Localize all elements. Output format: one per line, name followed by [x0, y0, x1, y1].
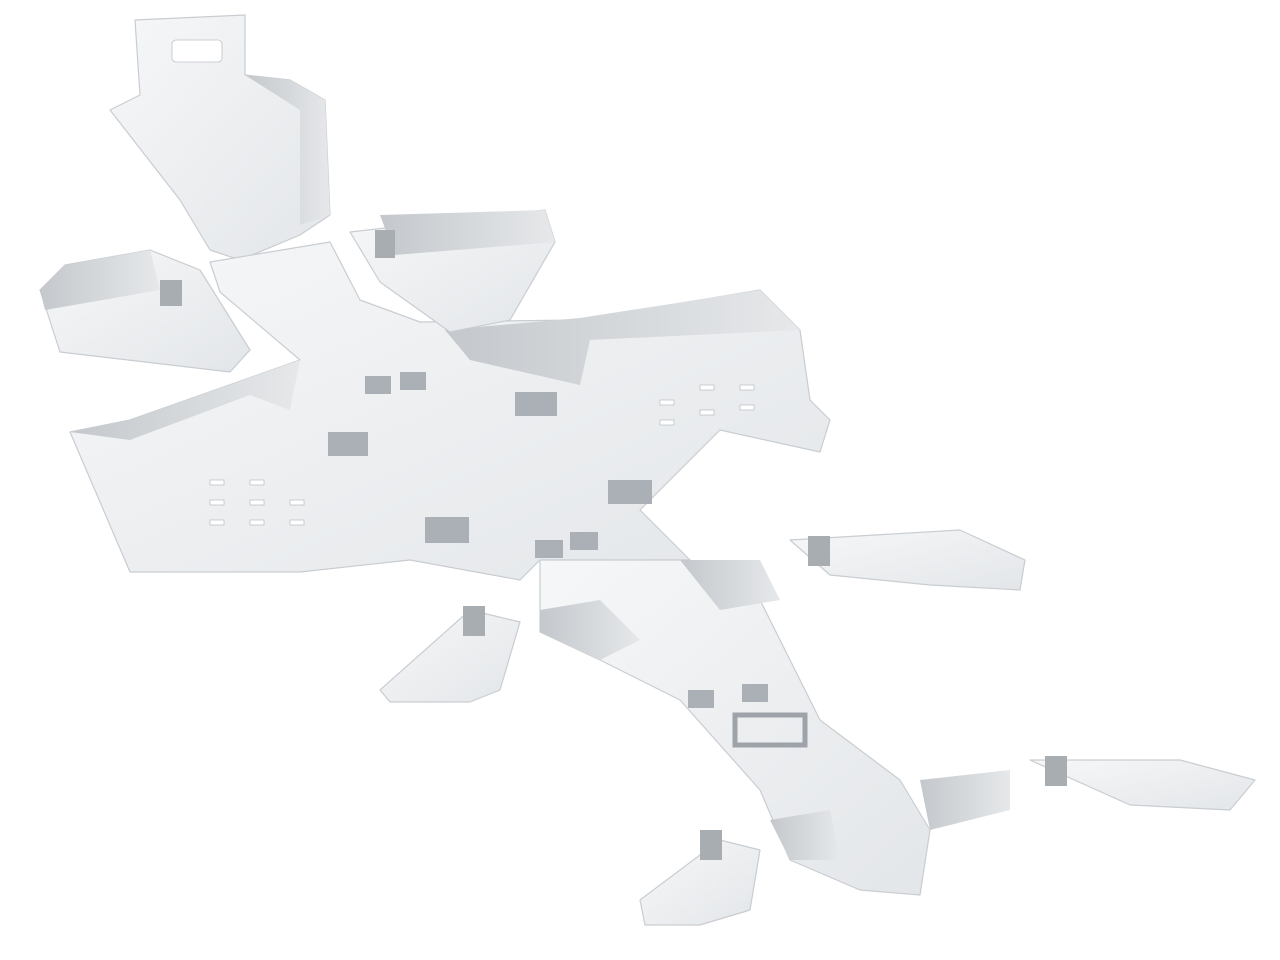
rear-arm-guards — [379, 529, 1256, 926]
left-front-arm-guard — [39, 249, 251, 373]
vent-slots — [209, 384, 755, 526]
bracket — [732, 712, 808, 748]
bracket — [160, 280, 182, 306]
brackets — [328, 372, 652, 558]
mount-slot — [171, 39, 223, 63]
main-center-plate — [69, 241, 831, 581]
right-front-arm-guard — [349, 209, 556, 333]
front-guard — [109, 14, 331, 261]
rear-plate — [539, 559, 1010, 896]
